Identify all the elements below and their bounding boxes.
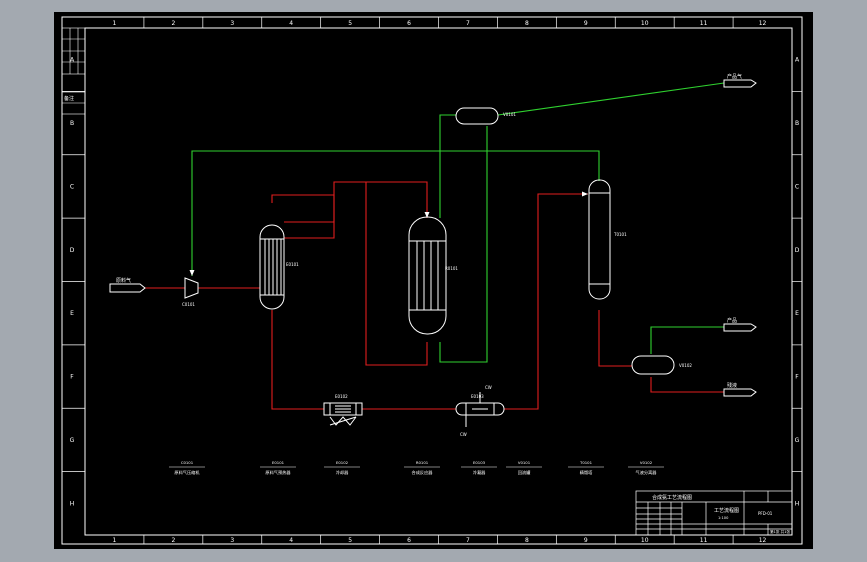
- column-label: 3: [230, 20, 234, 27]
- tag-heat-exchanger: E0101: [286, 262, 299, 267]
- row-label: F: [70, 374, 74, 381]
- column-t0101: [588, 179, 611, 300]
- title-block-scale: 1:100: [718, 516, 729, 520]
- column-label: 5: [348, 537, 352, 544]
- equipment-list-tag: E0101: [272, 460, 285, 465]
- reflux-drum-v0101: [455, 107, 499, 125]
- cw-out-label: CW: [460, 432, 467, 437]
- equipment-list-name: 合成反应器: [412, 469, 434, 476]
- equipment-list-tag: E0103: [473, 460, 486, 465]
- equipment-list-name: 原料气预热器: [265, 469, 291, 476]
- stream-product-bottom-label: 残液: [727, 382, 737, 389]
- title-block-code: PFD-01: [758, 511, 773, 516]
- column-label: 11: [700, 20, 708, 27]
- row-label: C: [70, 183, 74, 190]
- row-label: B: [70, 120, 74, 127]
- separator-v0102: [631, 355, 675, 375]
- outer-border: [61, 16, 803, 545]
- compressor-symbol: [184, 277, 199, 299]
- column-label: 1: [113, 20, 117, 27]
- equipment-list-name: 原料气压缩机: [174, 469, 200, 476]
- row-label: H: [70, 500, 75, 507]
- column-label: 9: [584, 20, 588, 27]
- column-label: 2: [171, 20, 175, 27]
- row-ticks-right: A B C D E F G H: [792, 57, 802, 507]
- column-label: 6: [407, 20, 411, 27]
- row-label: G: [70, 437, 75, 444]
- column-label: 5: [348, 20, 352, 27]
- heat-exchanger-e0101: [259, 224, 285, 310]
- tag-compressor: C0101: [182, 302, 195, 307]
- column-label: 10: [641, 537, 649, 544]
- flow-arrows: [189, 191, 588, 276]
- row-label: H: [795, 500, 800, 507]
- stream-feed-label: 原料气: [116, 277, 131, 284]
- equipment-list-tag: V0101: [518, 460, 531, 465]
- column-label: 7: [466, 537, 470, 544]
- column-label: 6: [407, 537, 411, 544]
- row-label: C: [795, 183, 799, 190]
- title-block: [635, 490, 793, 536]
- row-label: B: [795, 120, 799, 127]
- column-label: 11: [700, 537, 708, 544]
- column-label: 4: [289, 537, 293, 544]
- column-label: 1: [113, 537, 117, 544]
- column-label: 7: [466, 20, 470, 27]
- reactor-r0101: [408, 216, 447, 335]
- equipment-list-name: 回流罐: [518, 469, 531, 476]
- row-label: F: [795, 374, 799, 381]
- equipment-list-tag: V0102: [640, 460, 653, 465]
- green-process-lines: [191, 82, 725, 363]
- condenser-e0103: [455, 392, 505, 427]
- column-label: 10: [641, 20, 649, 27]
- left-revision-strip: [61, 27, 86, 115]
- tag-separator: V0102: [679, 363, 692, 368]
- row-label: A: [795, 57, 800, 64]
- row-label: A: [70, 57, 75, 64]
- column-label: 4: [289, 20, 293, 27]
- tag-condenser: E0103: [471, 394, 484, 399]
- equipment-list: C0101 原料气压缩机 E0101 原料气预热器 E0102 冷却器 R0101 合成反应器…: [169, 460, 664, 476]
- column-label: 12: [759, 537, 767, 544]
- cw-in-label: CW: [485, 385, 492, 390]
- equipment-list-name: 气液分离器: [636, 469, 658, 476]
- column-label: 8: [525, 537, 529, 544]
- tag-drum-top: V0101: [503, 112, 516, 117]
- column-label: 9: [584, 537, 588, 544]
- column-label: 3: [230, 537, 234, 544]
- row-label: E: [795, 310, 799, 317]
- stream-arrows: [109, 79, 757, 397]
- row-ticks-left: A B C D E F G H: [62, 57, 85, 507]
- equipment-list-name: 冷凝器: [473, 469, 486, 476]
- row-label: E: [70, 310, 74, 317]
- title-block-title: 合成氨工艺流程图: [652, 494, 692, 501]
- stream-product-top-label: 产品气: [727, 73, 742, 80]
- equipment-list-tag: T0101: [579, 460, 593, 465]
- column-label: 8: [525, 20, 529, 27]
- cooler-e0102: [323, 402, 363, 426]
- equipment-list-tag: E0102: [336, 460, 349, 465]
- row-label: G: [795, 437, 800, 444]
- stream-product-mid-label: 产品: [727, 317, 737, 324]
- row-label: D: [795, 247, 800, 254]
- column-label: 12: [759, 20, 767, 27]
- row-label: D: [70, 247, 75, 254]
- red-process-lines: [145, 181, 724, 410]
- tag-column: T0101: [613, 232, 627, 237]
- column-label: 2: [171, 537, 175, 544]
- tag-reactor: R0101: [445, 266, 458, 271]
- title-block-drawing: 工艺流程图: [714, 507, 739, 514]
- equipment-list-tag: C0101: [181, 460, 194, 465]
- left-strip-note: 备注: [64, 95, 74, 102]
- equipment-list-name: 精馏塔: [580, 469, 593, 476]
- equipment-list-tag: R0101: [416, 460, 429, 465]
- title-block-sheet: 第1张 共1张: [770, 529, 790, 534]
- tag-cooler: E0102: [335, 394, 348, 399]
- equipment-list-name: 冷却器: [336, 469, 349, 476]
